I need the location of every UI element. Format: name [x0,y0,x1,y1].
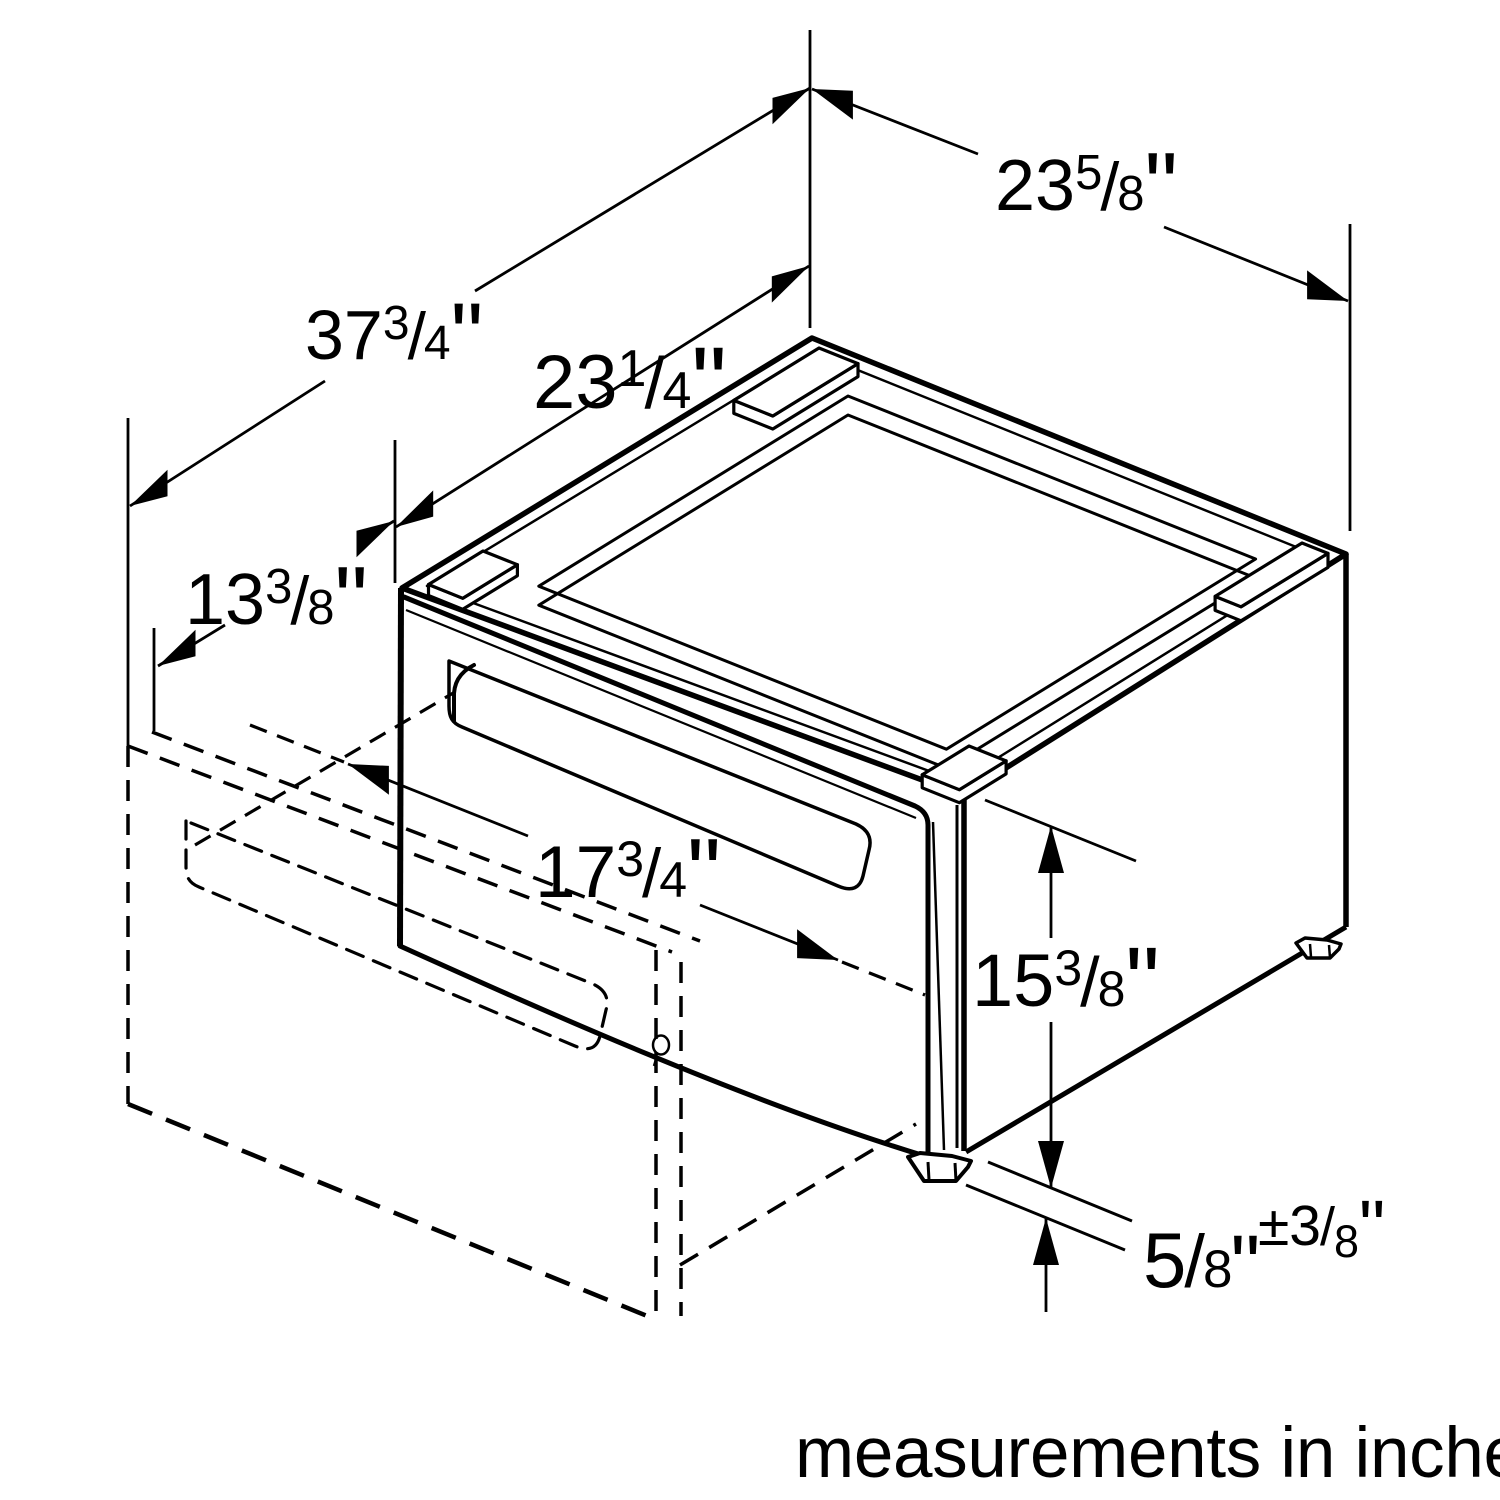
svg-text:173/4": 173/4" [535,819,721,926]
svg-text:measurements in inches: measurements in inches [795,1414,1500,1493]
svg-text:±3/8": ±3/8" [1258,1185,1385,1268]
svg-text:5/8": 5/8" [1143,1216,1260,1312]
